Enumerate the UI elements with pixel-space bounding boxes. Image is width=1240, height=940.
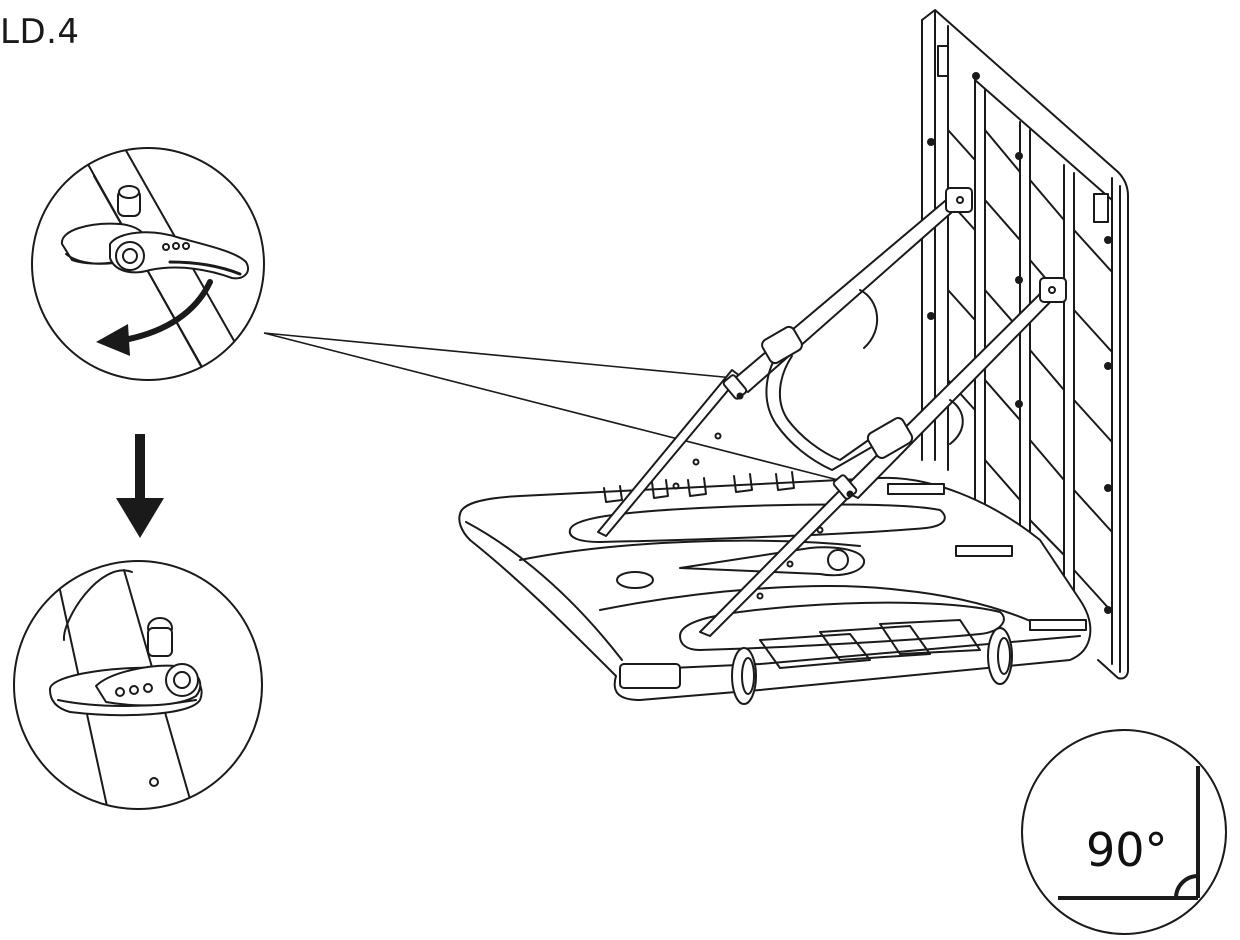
curved-arrow-counterclockwise-icon bbox=[96, 282, 210, 356]
angle-value: 90° bbox=[1086, 823, 1168, 877]
open-lever-detail bbox=[32, 140, 264, 420]
quick-release-lever-closed-icon bbox=[50, 570, 202, 820]
quick-release-lever-open-icon bbox=[62, 140, 262, 420]
u-handle bbox=[760, 290, 963, 470]
cart-assembly bbox=[459, 10, 1128, 704]
right-angle-icon bbox=[1058, 766, 1198, 898]
closed-lever-detail bbox=[14, 561, 262, 820]
wheel-right bbox=[988, 628, 1012, 684]
step-label: LD.4 bbox=[0, 12, 80, 52]
wheel-left bbox=[732, 648, 756, 704]
right-angle-badge: 90° bbox=[1022, 730, 1226, 934]
arrow-down-icon bbox=[116, 434, 164, 538]
base-deck bbox=[459, 472, 1090, 704]
leader-lines bbox=[264, 333, 846, 482]
